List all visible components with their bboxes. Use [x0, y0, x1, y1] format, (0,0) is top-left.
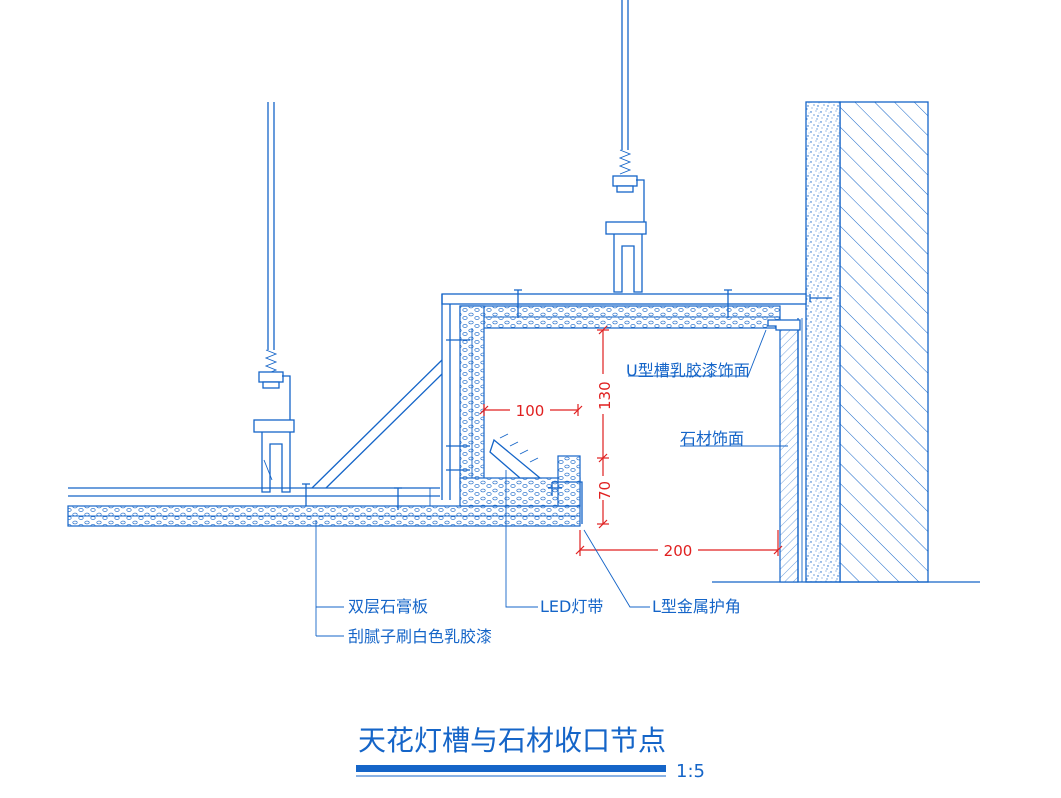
label-u-channel: U型槽乳胶漆饰面	[626, 361, 750, 380]
dimensions: 100 130 70 200	[479, 325, 783, 560]
drawing-title: 天花灯槽与石材收口节点	[358, 724, 666, 757]
title-underline	[356, 765, 666, 772]
title-block: 天花灯槽与石材收口节点 1:5	[356, 724, 705, 782]
label-led: LED灯带	[540, 597, 603, 616]
drawing-scale: 1:5	[676, 761, 705, 782]
dim-100: 100	[516, 402, 545, 420]
label-l-corner: L型金属护角	[652, 597, 741, 616]
dim-70: 70	[596, 481, 614, 500]
diagonal-brace	[311, 359, 443, 489]
label-putty: 刮腻子刷白色乳胶漆	[348, 627, 492, 646]
led-strip	[489, 433, 542, 479]
light-trough	[441, 289, 832, 524]
stone-cladding	[779, 321, 799, 583]
label-stone: 石材饰面	[680, 429, 744, 448]
dim-200: 200	[664, 542, 693, 560]
label-gypsum: 双层石膏板	[348, 597, 428, 616]
wall-structure	[839, 101, 929, 583]
wall-plaster-layer	[805, 101, 841, 583]
main-ceiling	[67, 483, 581, 527]
hanger-left	[253, 102, 295, 493]
annotations: U型槽乳胶漆饰面 石材饰面 双层石膏板 刮腻子刷白色乳胶漆 LED灯带 L型金属…	[315, 329, 788, 646]
dim-130: 130	[596, 381, 614, 410]
hanger-right	[605, 0, 647, 293]
wall	[712, 101, 980, 583]
l-metal-corner	[551, 481, 583, 524]
